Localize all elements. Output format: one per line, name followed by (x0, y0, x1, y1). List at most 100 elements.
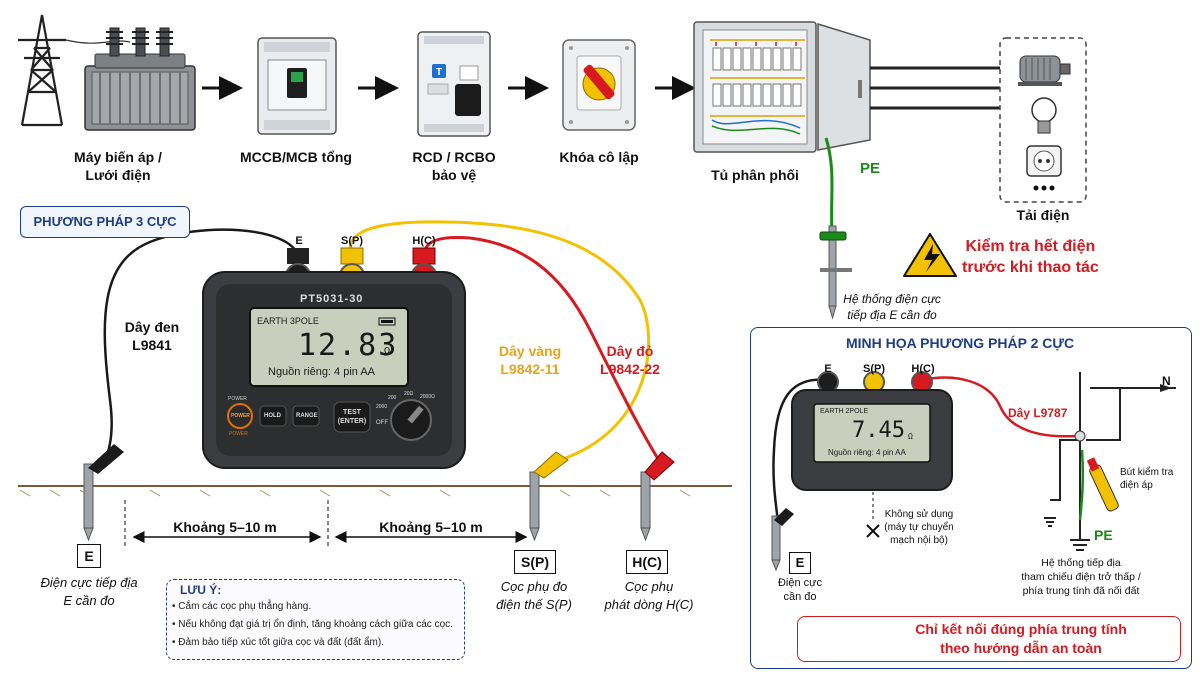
rcd-label: RCD / RCBO bảo vệ (412, 149, 496, 183)
aux-probe-h (640, 451, 675, 542)
two-pole-title: MINH HỌA PHƯƠNG PHÁP 2 CỰC (846, 335, 1075, 351)
power-lines (870, 66, 1000, 110)
ground-hatch (19, 489, 691, 497)
earth-electrode-e-2pole (771, 508, 794, 572)
meter2-mode: EARTH 2POLE (820, 408, 869, 415)
power-button[interactable]: POWER (231, 413, 250, 419)
voltage-tester-label: Bút kiểm tra điện áp (1120, 467, 1174, 491)
dimension-lines (124, 500, 528, 548)
pole-e-2pole-desc: Điện cực cần đo (777, 577, 823, 603)
rcd-test-button-label: T (436, 67, 442, 78)
wire-l9787-label: Dây L9787 (1008, 406, 1068, 420)
unused-s-cross (866, 492, 880, 538)
ref-system-label: Hệ thống tiếp địa tham chiếu điện trở th… (1021, 557, 1141, 597)
distribution-cabinet-icon (693, 21, 871, 153)
pole-s-desc: Cọc phụ đo điện thế S(P) (496, 579, 572, 612)
black-wire-2pole (772, 378, 829, 523)
pole-h-desc: Cọc phụ phát dòng H(C) (604, 579, 694, 612)
red-wire (422, 236, 662, 463)
meter-mode: EARTH 3POLE (257, 316, 319, 326)
pe-label: PE (860, 160, 881, 177)
lightbulb-icon (1031, 97, 1057, 134)
unused-label: Không sử dụng (máy tự chuyển mạch nội bộ… (884, 509, 954, 546)
pe-2pole-label: PE (1094, 527, 1113, 543)
note-text-2: Nếu không đạt giá trị ổn định, tăng khoả… (178, 619, 453, 630)
notes-box (166, 579, 465, 660)
two-pole-warning-box (797, 616, 1181, 662)
transformer-icon (18, 14, 196, 131)
three-pole-title: PHƯƠNG PHÁP 3 CỰC (20, 206, 190, 238)
dial-off: OFF (376, 420, 388, 426)
pe-wire (824, 137, 834, 233)
isolator-label: Khóa cô lập (559, 149, 639, 165)
black-wire-label: Dây đen L9841 (124, 319, 180, 353)
loads-group-box (999, 37, 1087, 203)
n-label: N (1162, 374, 1171, 388)
test-button[interactable]: TEST (ENTER) (337, 409, 367, 425)
note-item-3: • Đảm bảo tiếp xúc tốt giữa cọc và đất (… (172, 637, 384, 648)
jack-e-2pole-label: E (824, 363, 832, 375)
jack-s-label: S(P) (341, 235, 363, 247)
meter2-value: 7.45 (852, 418, 905, 443)
voltage-tester-pen-icon (1086, 457, 1119, 512)
pole-s-badge: S(P) (514, 550, 556, 574)
aux-probe-s (529, 451, 569, 542)
hold-button[interactable]: HOLD (264, 413, 281, 419)
earth-electrode-e (83, 444, 124, 542)
warning-triangle-icon (903, 233, 957, 277)
meter2-power-note: Nguồn riêng: 4 pin AA (828, 448, 906, 457)
note-text-1: Cắm các cọc phụ thẳng hàng. (178, 601, 312, 612)
note-item-2: • Nếu không đạt giá trị ổn định, tăng kh… (172, 619, 453, 630)
mccb-label: MCCB/MCB tổng (240, 149, 352, 165)
jack-e-label: E (295, 235, 303, 247)
meter-value: 12.83 (298, 328, 399, 363)
yellow-wire (348, 220, 651, 462)
red-wire-label: Dây đỏ L9842-22 (600, 343, 660, 377)
black-wire (102, 228, 300, 463)
meter2-unit: Ω (908, 432, 913, 441)
power-button-sub: POWER (229, 431, 248, 437)
jack-s-2pole-label: S(P) (863, 363, 885, 375)
two-pole-panel (750, 327, 1192, 669)
notes-title: LƯU Ý: (180, 583, 222, 597)
earth-tester-3pole (202, 271, 466, 469)
rcd-icon (417, 31, 491, 137)
socket-icon (1026, 145, 1062, 177)
pole-e-2pole-badge: E (789, 552, 811, 574)
yellow-wire-label: Dây vàng L9842-11 (498, 343, 562, 377)
loads-label: Tải điện (1016, 207, 1070, 223)
meter-brand: PT5031-30 (300, 293, 364, 305)
meter-unit: Ω (384, 346, 391, 357)
note-item-1: • Cắm các cọc phụ thẳng hàng. (172, 601, 312, 612)
meter-power-note: Nguồn riêng: 4 pin AA (268, 366, 376, 378)
dial-mark-2: 200 (388, 395, 397, 401)
pole-e-desc: Điện cực tiếp địa E cần đo (40, 575, 138, 608)
power-button-caption: POWER (228, 396, 247, 402)
cabinet-label: Tủ phân phối (711, 167, 799, 183)
n-arrow-icon (1160, 384, 1172, 392)
distance-label-2: Khoảng 5–10 m (379, 519, 483, 535)
dial-mark-3: 20Ω (404, 391, 414, 397)
red-wire-2pole (921, 376, 1077, 438)
pole-e-badge: E (77, 544, 101, 568)
dial-mark-1: 2000 (376, 404, 388, 410)
range-button[interactable]: RANGE (296, 413, 318, 419)
dial-mark-4: 2000Ω (420, 394, 435, 400)
transformer-label: Máy biến áp / Lưới điện (74, 149, 162, 183)
earth-tester-2pole (791, 389, 953, 491)
connection-clamp (1074, 430, 1086, 442)
earth-system-top-label: Hệ thống điện cực tiếp địa E cần đo (843, 292, 941, 322)
more-loads-icon (1033, 185, 1055, 191)
earth-rod-top-icon (819, 225, 852, 320)
note-text-3: Đảm bảo tiếp xúc tốt giữa cọc và đất (đấ… (178, 637, 384, 648)
motor-icon (1018, 55, 1071, 86)
pole-h-badge: H(C) (626, 550, 668, 574)
mccb-icon (257, 37, 337, 135)
warning-top-text: Kiểm tra hết điện trước khi thao tác (962, 238, 1099, 276)
pe-wire-2pole (1078, 449, 1085, 521)
jack-h-2pole-label: H(C) (911, 363, 935, 375)
two-pole-warning-text: Chỉ kết nối đúng phía trung tính theo hư… (915, 621, 1127, 656)
distance-label-1: Khoảng 5–10 m (173, 519, 277, 535)
isolator-icon (562, 39, 636, 131)
